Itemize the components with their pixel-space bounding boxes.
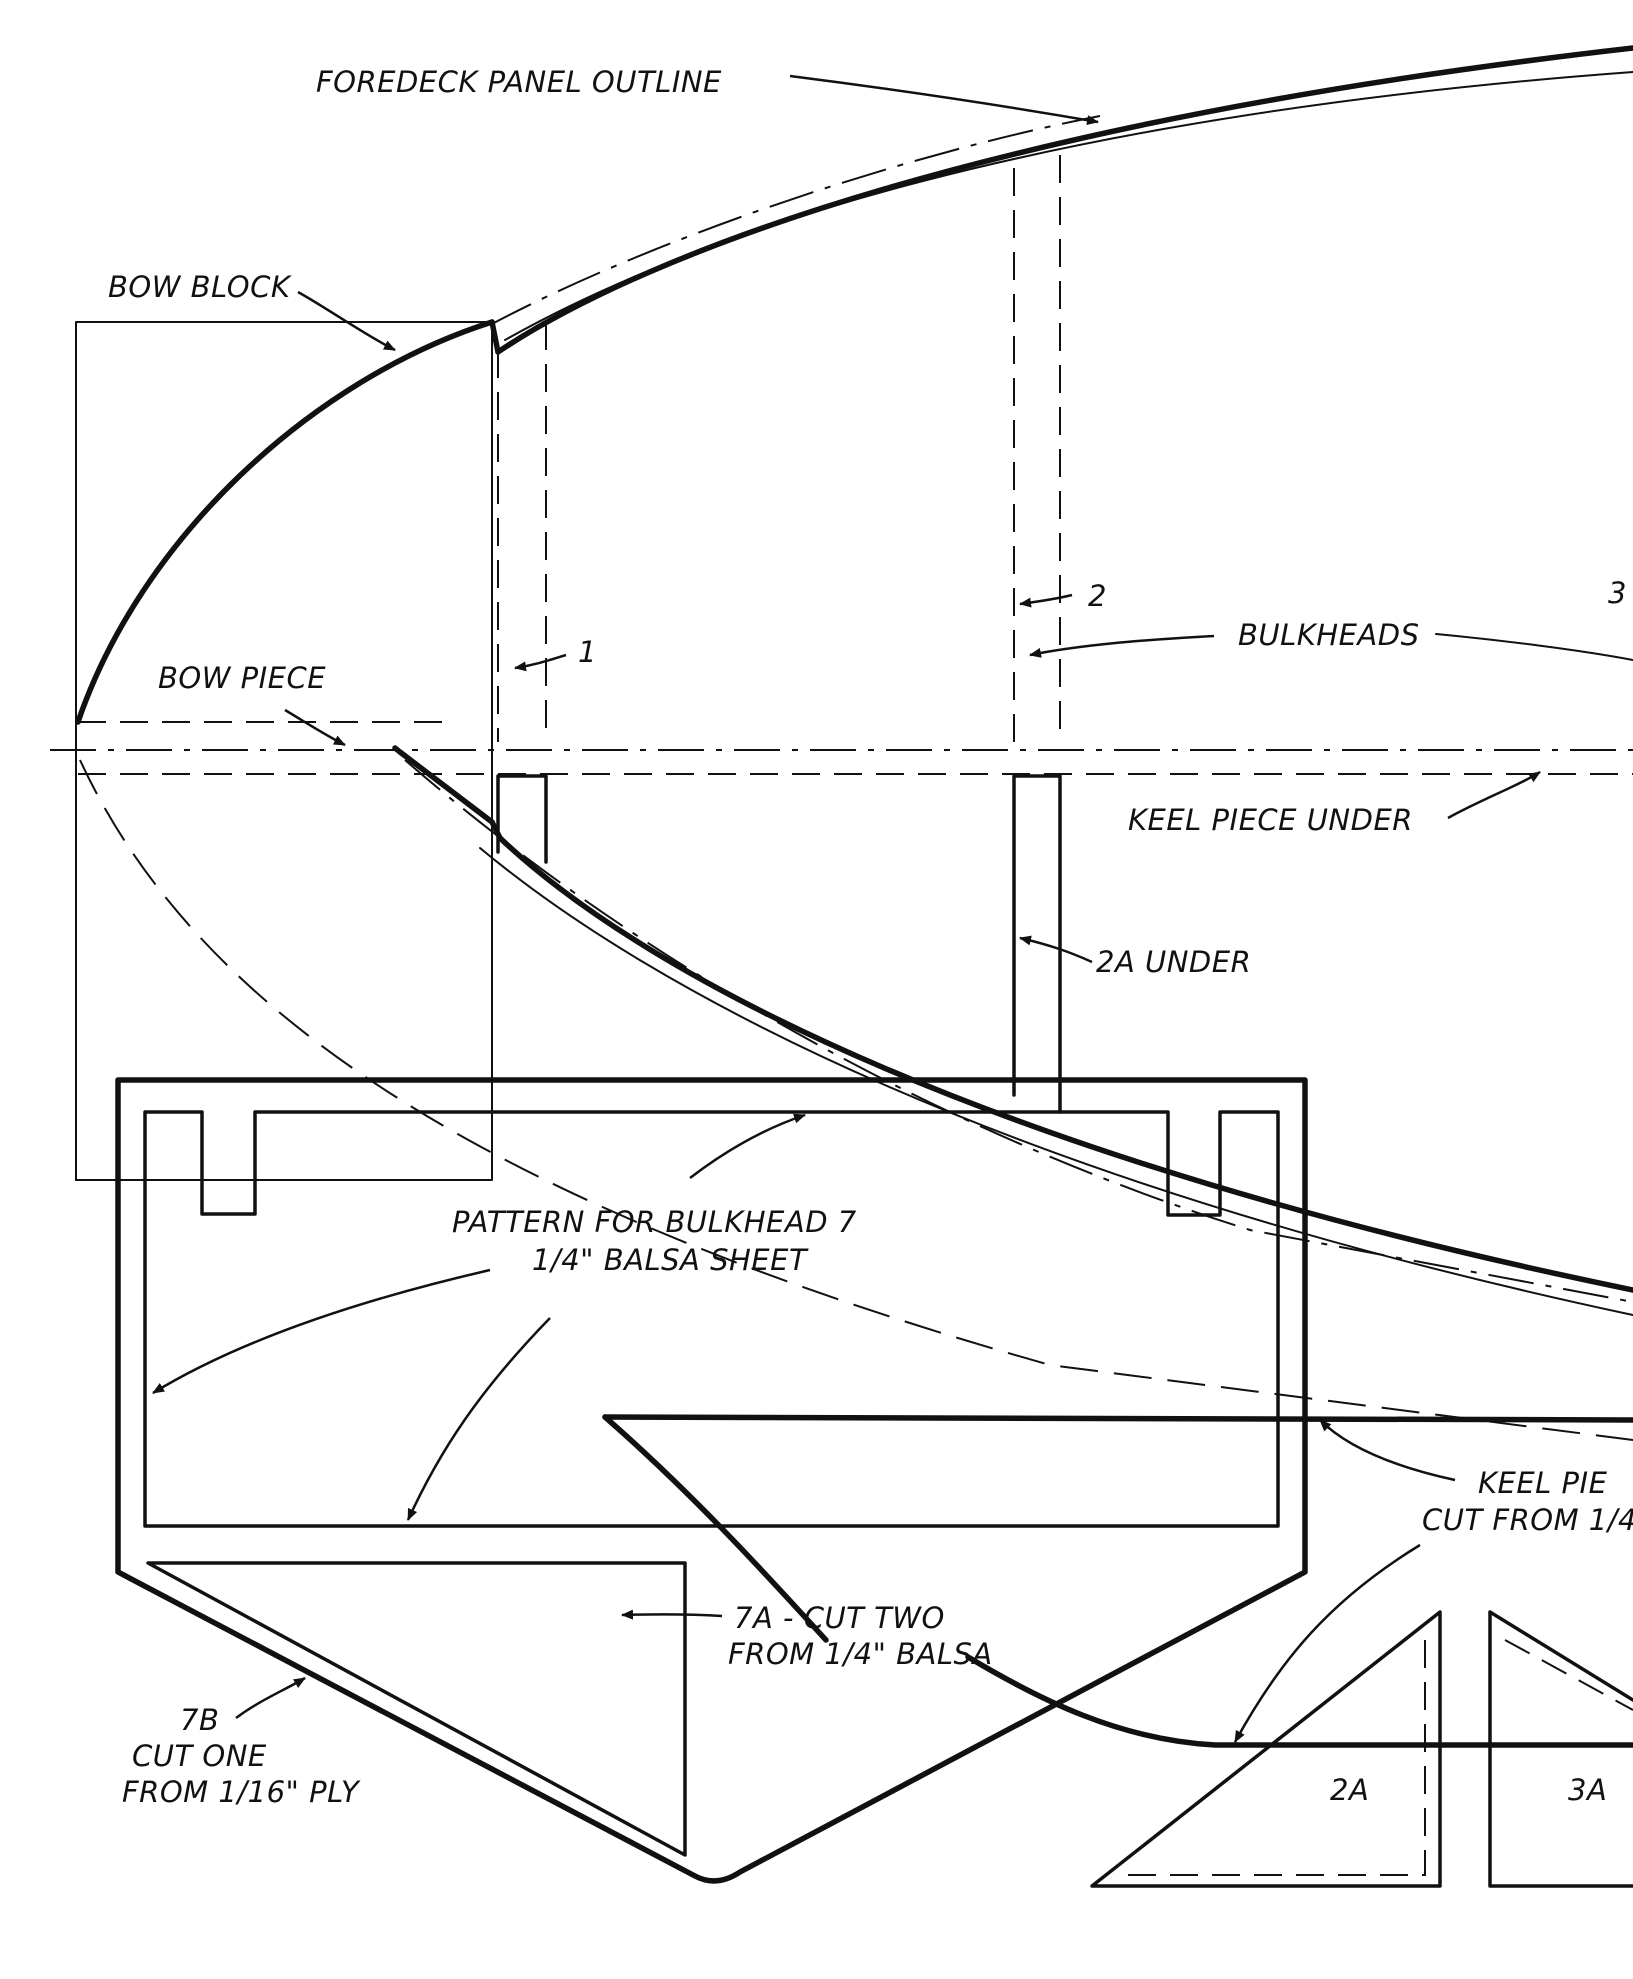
label-foredeck-panel-outline: FOREDECK PANEL OUTLINE: [316, 65, 722, 99]
part-3a-triangle: [1488, 1610, 1633, 1888]
hull-deck-outline: [75, 45, 1633, 725]
bulkhead-2: [1012, 155, 1062, 1114]
label-keel-piece-under: KEEL PIECE UNDER: [1128, 803, 1413, 837]
label-bow-block: BOW BLOCK: [108, 270, 292, 304]
label-7b-line1: 7B: [180, 1703, 219, 1737]
keel-piece-7a: [602, 1414, 1633, 1748]
label-part-2a: 2A: [1330, 1773, 1369, 1807]
part-2a-triangle: [1090, 1610, 1442, 1888]
bulkhead-7-pattern: [115, 1077, 1308, 1884]
label-7a-line2: FROM 1/4" BALSA: [728, 1637, 993, 1671]
label-bulkhead-3: 3: [1608, 576, 1627, 610]
label-bulkheads: BULKHEADS: [1238, 618, 1420, 652]
leader-arrows: [152, 74, 1633, 1743]
label-part-3a: 3A: [1568, 1773, 1607, 1807]
label-7b-line3: FROM 1/16" PLY: [122, 1775, 361, 1809]
label-2a-under: 2A UNDER: [1096, 945, 1251, 979]
bulkhead-1: [496, 322, 548, 864]
label-pattern-line2: 1/4" BALSA SHEET: [532, 1243, 809, 1277]
label-7b-line2: CUT ONE: [132, 1739, 267, 1773]
label-bulkhead-1: 1: [578, 635, 597, 669]
label-bow-piece: BOW PIECE: [158, 661, 326, 695]
label-keel-piece-cut-line1: KEEL PIE: [1478, 1466, 1608, 1500]
label-bulkhead-2: 2: [1088, 579, 1107, 613]
label-pattern-line1: PATTERN FOR BULKHEAD 7: [452, 1205, 857, 1239]
chine-line: [79, 759, 1633, 1441]
label-7a-line1: 7A - CUT TWO: [734, 1601, 945, 1635]
label-keel-piece-cut-line2: CUT FROM 1/4: [1422, 1503, 1633, 1537]
